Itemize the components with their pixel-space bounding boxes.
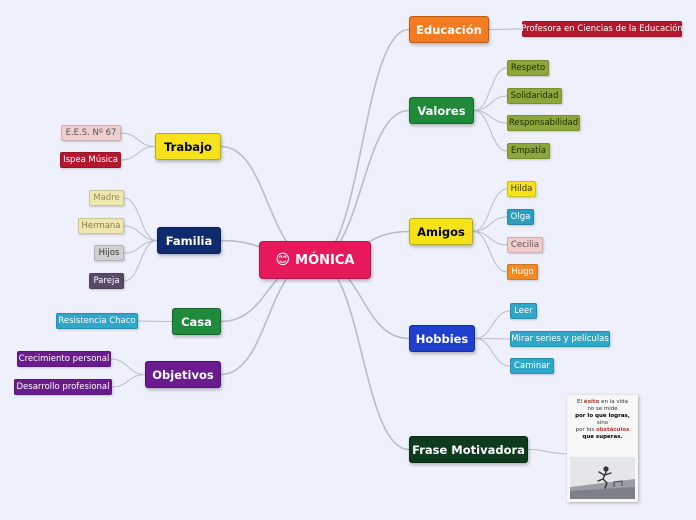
link-s-cas-0 (137, 320, 173, 322)
link-s-fam-3 (123, 240, 158, 282)
link-s-ami-2 (472, 231, 508, 246)
subtopic-respeto[interactable]: Respeto (507, 60, 549, 76)
quote-line-3: por lo que logras, (575, 413, 630, 419)
central-topic[interactable]: 😊 MÓNICA (259, 241, 371, 279)
quote-line-6: que superas. (582, 434, 623, 440)
smiley-icon: 😊 (275, 252, 291, 268)
link-s-ami-1 (472, 216, 508, 232)
subtopic-caminar[interactable]: Caminar (510, 358, 554, 374)
quote-line-5: por los obstáculos (575, 427, 630, 433)
link-s-hob-2 (474, 338, 511, 367)
subtopic-empatia[interactable]: Empatía (507, 143, 550, 159)
subtopic-madre[interactable]: Madre (89, 190, 124, 206)
topic-familia[interactable]: Familia (157, 227, 221, 254)
topic-hobbies[interactable]: Hobbies (409, 325, 475, 352)
link-n-frase (314, 259, 410, 451)
link-s-ami-0 (472, 188, 508, 232)
topic-amigos[interactable]: Amigos (409, 218, 473, 245)
quote-line-2: no se mide (587, 406, 618, 412)
topic-frase-motivadora[interactable]: Frase Motivadora (409, 436, 528, 463)
link-s-obj-1 (111, 374, 146, 388)
subtopic-mirar-series[interactable]: Mirar series y películas (510, 331, 610, 347)
topic-trabajo[interactable]: Trabajo (155, 133, 221, 160)
link-s-ami-3 (472, 231, 508, 273)
subtopic-responsabilidad[interactable]: Responsabilidad (507, 115, 580, 131)
subtopic-ees-67[interactable]: E.E.S. Nº 67 (61, 125, 121, 141)
central-topic-label: MÓNICA (295, 252, 355, 268)
subtopic-hermana[interactable]: Hermana (78, 218, 124, 234)
subtopic-cecilia[interactable]: Cecilia (507, 237, 543, 253)
link-s-edu-0 (488, 28, 523, 30)
subtopic-hilda[interactable]: Hilda (507, 181, 536, 197)
subtopic-leer[interactable]: Leer (510, 303, 537, 319)
subtopic-resistencia-chaco[interactable]: Resistencia Chaco (56, 313, 138, 329)
subtopic-hijos[interactable]: Hijos (94, 245, 124, 261)
subtopic-olga[interactable]: Olga (507, 209, 534, 225)
subtopic-crecimiento-personal[interactable]: Crecimiento personal (17, 351, 111, 367)
subtopic-ispea-musica[interactable]: Ispea Música (60, 152, 121, 168)
link-s-tra-0 (120, 132, 156, 147)
link-s-hob-1 (474, 338, 511, 340)
link-s-fam-1 (123, 225, 158, 241)
topic-objetivos[interactable]: Objetivos (145, 361, 221, 388)
hurdler-illustration (570, 457, 635, 499)
link-s-fam-0 (123, 197, 158, 241)
subtopic-profesora[interactable]: Profesora en Ciencias de la Educación (521, 21, 683, 37)
topic-casa[interactable]: Casa (172, 308, 221, 335)
link-s-val-3 (473, 110, 508, 152)
motivational-quote-image[interactable]: El éxito en la vida no se mide por lo qu… (567, 395, 638, 502)
subtopic-solidaridad[interactable]: Solidaridad (507, 88, 562, 104)
link-n-educacion (314, 28, 410, 261)
link-s-val-1 (473, 95, 508, 111)
link-s-hob-0 (474, 310, 511, 339)
link-s-obj-0 (110, 358, 146, 375)
quote-line-1: El éxito en la vida (576, 399, 628, 405)
link-s-val-0 (473, 67, 508, 111)
topic-valores[interactable]: Valores (409, 97, 474, 124)
link-quote (527, 449, 568, 455)
subtopic-pareja[interactable]: Pareja (89, 273, 124, 289)
topic-educacion[interactable]: Educación (409, 16, 489, 43)
subtopic-desarrollo-profesional[interactable]: Desarrollo profesional (14, 379, 112, 395)
subtopic-hugo[interactable]: Hugo (507, 264, 538, 280)
quote-line-4: sino (596, 420, 609, 426)
link-s-tra-1 (120, 146, 156, 161)
link-n-valores (314, 109, 410, 261)
